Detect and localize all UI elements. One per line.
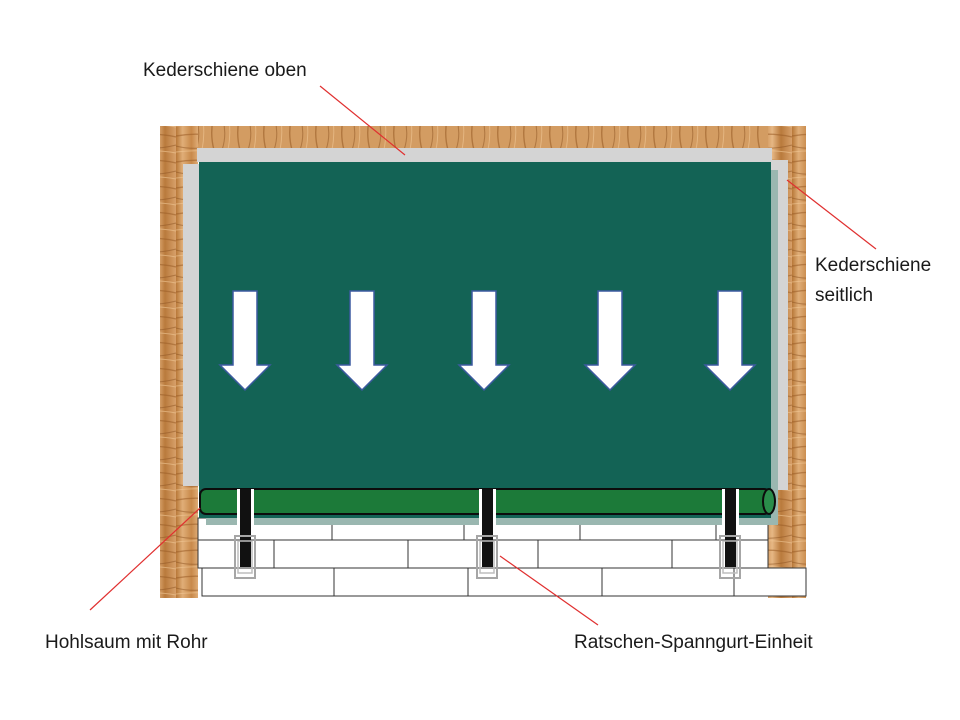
label-keder-side-line2: seitlich	[815, 285, 874, 306]
label-keder-top: Kederschiene oben	[143, 60, 307, 81]
down-arrow-icon	[218, 290, 272, 392]
callout-line-hem	[89, 507, 201, 611]
callout-lines	[89, 85, 877, 626]
label-hem-with-pipe: Hohlsaum mit Rohr	[45, 632, 208, 653]
down-arrow-icon	[335, 290, 389, 392]
pipe-end	[762, 488, 776, 515]
keder-rail-top	[197, 148, 772, 162]
callout-line-ratchet	[499, 555, 599, 626]
callout-line-keder-top	[319, 85, 406, 156]
ratchet-strap-unit	[476, 489, 498, 579]
keder-rail-left	[183, 164, 200, 486]
label-keder-side: Kederschiene seitlich	[815, 251, 931, 311]
callout-line-keder-side	[786, 179, 877, 250]
label-keder-side-line1: Kederschiene	[815, 255, 932, 276]
down-arrow-icon	[703, 290, 757, 392]
ratchet-strap-unit	[719, 489, 741, 579]
down-arrow-icon	[457, 290, 511, 392]
down-arrow-icon	[583, 290, 637, 392]
label-ratchet-strap-unit: Ratschen-Spanngurt-Einheit	[574, 632, 813, 653]
tension-arrows	[218, 290, 757, 392]
ratchet-strap-unit	[234, 489, 256, 579]
